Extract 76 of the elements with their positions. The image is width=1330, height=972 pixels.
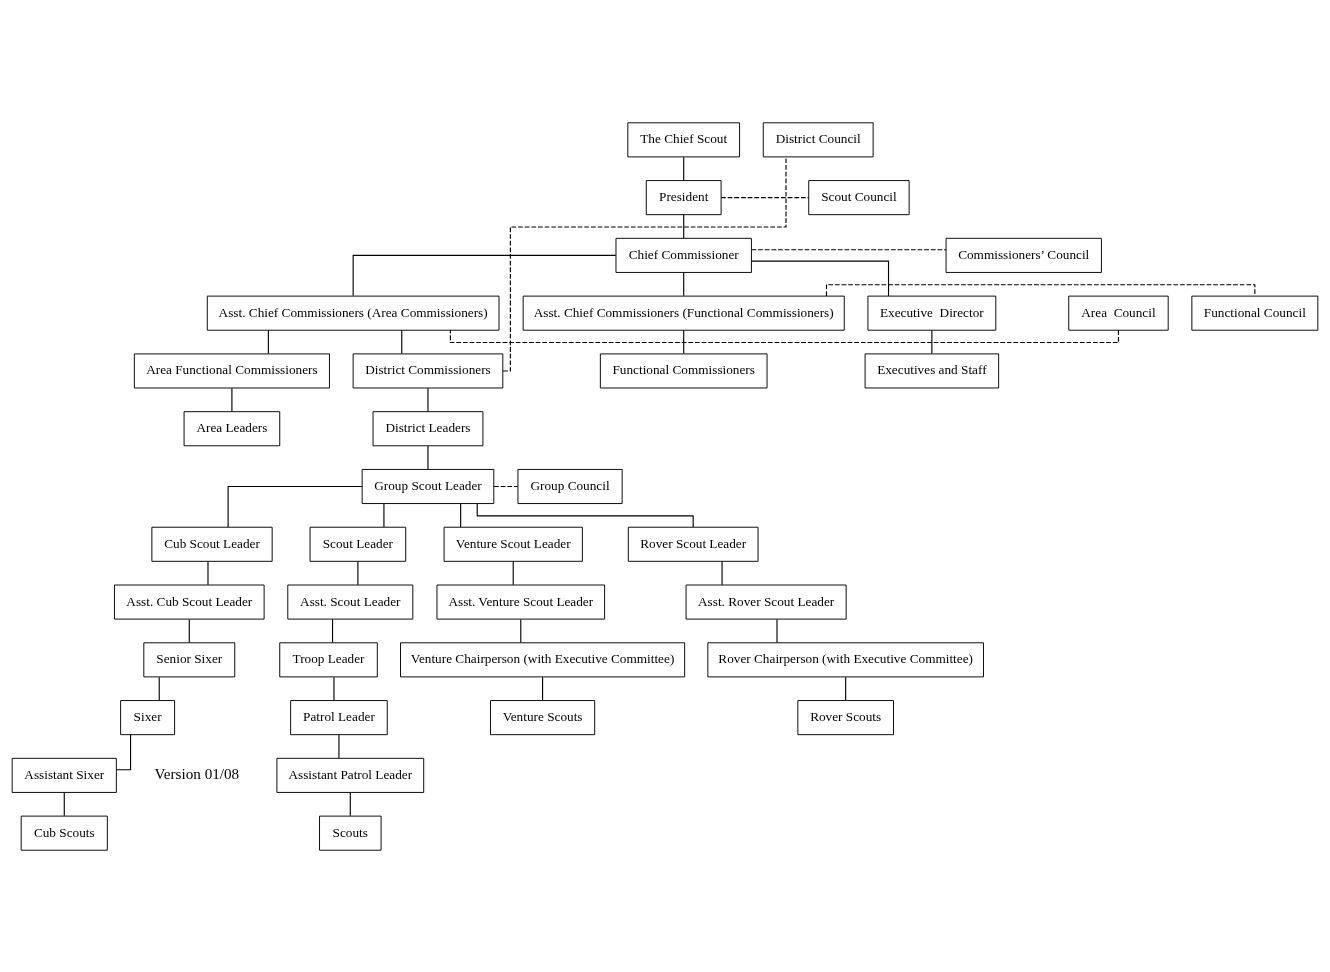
node-box: Assistant Patrol Leader	[276, 757, 425, 793]
node-box: Asst. Scout Leader	[287, 584, 414, 620]
node-box: Area Leaders	[183, 410, 281, 446]
connector	[476, 502, 694, 528]
node-box: Venture Scouts	[490, 699, 596, 735]
connector	[383, 502, 385, 528]
node-box: Senior Sixer	[143, 641, 236, 677]
node-box: Group Scout Leader	[361, 468, 495, 504]
node-box: Commissioners’ Council	[945, 237, 1102, 273]
node-box: Executive Director	[867, 295, 997, 331]
connector	[158, 676, 160, 701]
connector	[333, 676, 335, 701]
node-box: Venture Chairperson (with Executive Committee)	[400, 641, 686, 677]
connector	[683, 271, 685, 296]
connector	[683, 213, 685, 239]
node-box: Chief Commissioner	[615, 237, 752, 273]
connector	[683, 156, 685, 181]
connector	[720, 196, 809, 198]
node-box: District Leaders	[372, 410, 484, 446]
connector	[520, 618, 522, 643]
node-box: Asst. Chief Commissioners (Area Commissioners)	[206, 295, 500, 331]
connector	[502, 156, 787, 371]
node-box: Functional Commissioners	[599, 352, 768, 388]
connector	[352, 254, 617, 296]
connector	[427, 445, 429, 470]
node-box: Troop Leader	[279, 641, 378, 677]
node-box: Asst. Venture Scout Leader	[436, 584, 606, 620]
node-box: Area Council	[1068, 295, 1169, 331]
node-box: Asst. Rover Scout Leader	[685, 584, 847, 620]
connector	[227, 485, 363, 527]
node-box: Rover Scouts	[797, 699, 894, 735]
connector	[751, 248, 947, 250]
node-box: Sixer	[120, 699, 176, 735]
connector	[427, 387, 429, 412]
node-box: Executives and Staff	[864, 352, 1000, 388]
connector	[115, 733, 132, 770]
connector	[493, 485, 519, 487]
connector	[338, 733, 340, 759]
connector	[401, 329, 403, 354]
connector	[267, 329, 269, 354]
node-box: Asst. Chief Commissioners (Functional Commissioners)	[522, 295, 845, 331]
connector	[188, 618, 190, 643]
node-box: Scout Council	[808, 179, 910, 215]
connector	[63, 791, 65, 816]
connector	[721, 560, 723, 585]
node-box: Scout Leader	[309, 526, 407, 562]
node-box: District Council	[762, 121, 874, 157]
connector	[751, 260, 890, 297]
node-box: District Commissioners	[352, 352, 504, 388]
node-box: Rover Scout Leader	[627, 526, 759, 562]
connector	[931, 329, 933, 354]
node-box: Rover Chairperson (with Executive Committee)	[707, 641, 984, 677]
node-box: Cub Scouts	[20, 815, 108, 851]
connector	[542, 676, 544, 701]
label: Version 01/08	[154, 764, 240, 782]
connector	[845, 676, 847, 701]
node-box: Functional Council	[1191, 295, 1319, 331]
connector	[349, 791, 351, 816]
node-box: Asst. Cub Scout Leader	[114, 584, 265, 620]
connector	[460, 502, 462, 528]
connector	[332, 618, 334, 643]
node-box: Area Functional Commissioners	[133, 352, 330, 388]
connector	[683, 329, 685, 354]
connector	[776, 618, 778, 643]
node-box: Assistant Sixer	[11, 757, 117, 793]
connector	[207, 560, 209, 585]
node-box: Venture Scout Leader	[443, 526, 583, 562]
node-box: President	[645, 179, 722, 215]
node-box: Group Council	[517, 468, 623, 504]
connector	[357, 560, 359, 585]
node-box: Cub Scout Leader	[151, 526, 273, 562]
node-box: Patrol Leader	[290, 699, 388, 735]
node-box: Scouts	[319, 815, 382, 851]
connector	[231, 387, 233, 412]
node-box: The Chief Scout	[627, 121, 741, 157]
connector	[512, 560, 514, 585]
